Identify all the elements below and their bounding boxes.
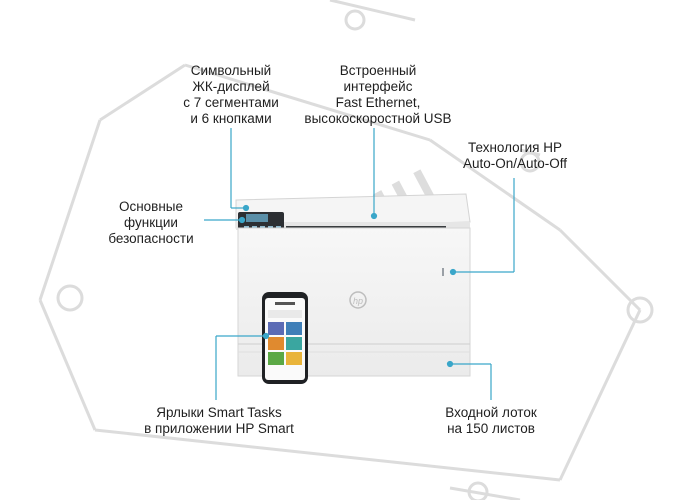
callout-line: Символьный — [190, 63, 272, 78]
callout-line: функции — [124, 215, 178, 230]
power-led-icon — [442, 268, 444, 276]
callout-line: Встроенный — [339, 63, 417, 78]
callout-line: Auto-On/Auto-Off — [462, 156, 568, 171]
callout-line: ЖК-дисплей — [192, 79, 270, 94]
hp-logo-icon — [349, 291, 367, 309]
callout-tray: Входной лоток на 150 листов — [432, 405, 550, 437]
callout-line: Технология HP — [468, 140, 562, 155]
callout-security: Основные функции безопасности — [100, 199, 202, 247]
callout-line: высокоскоростной USB — [304, 111, 452, 126]
callout-network: Встроенный интерфейс Fast Ethernet, высо… — [302, 63, 454, 127]
callout-line: Ярлыки Smart Tasks — [156, 405, 282, 420]
callout-smart-tasks: Ярлыки Smart Tasks в приложении HP Smart — [140, 405, 298, 437]
callout-line: безопасности — [108, 231, 194, 246]
callout-line: Fast Ethernet, — [335, 95, 421, 110]
callout-line: с 7 сегментами — [183, 95, 279, 110]
callout-line: на 150 листов — [447, 421, 535, 436]
svg-text:hp: hp — [353, 296, 363, 306]
callout-lcd: Символьный ЖК-дисплей с 7 сегментами и 6… — [172, 63, 290, 127]
callout-line: Входной лоток — [445, 405, 537, 420]
callout-autooff: Технология HP Auto-On/Auto-Off — [455, 140, 575, 172]
callout-line: Основные — [118, 199, 184, 214]
callout-line: и 6 кнопками — [190, 111, 272, 126]
callout-line: интерфейс — [343, 79, 413, 94]
callout-line: в приложении HP Smart — [144, 421, 294, 436]
